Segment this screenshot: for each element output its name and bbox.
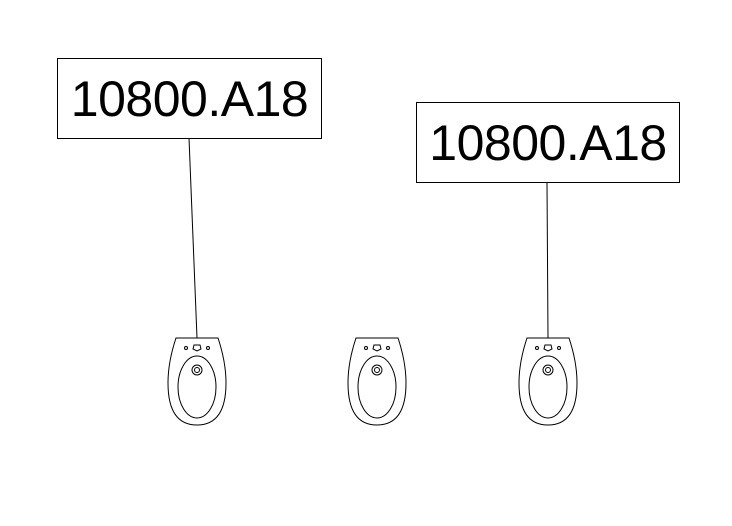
- bidet-fixture-3[interactable]: [518, 337, 578, 426]
- bidet-fixture-2[interactable]: [347, 337, 407, 426]
- fixture-tag-1[interactable]: 10800.A18: [57, 58, 322, 139]
- bidet-fixture-1[interactable]: [167, 337, 227, 426]
- leader-line-1: [188, 137, 198, 339]
- fixture-tag-label: 10800.A18: [429, 114, 667, 171]
- fixture-tag-label: 10800.A18: [70, 70, 309, 127]
- leader-line-2: [546, 181, 549, 339]
- fixture-tag-2[interactable]: 10800.A18: [416, 102, 680, 183]
